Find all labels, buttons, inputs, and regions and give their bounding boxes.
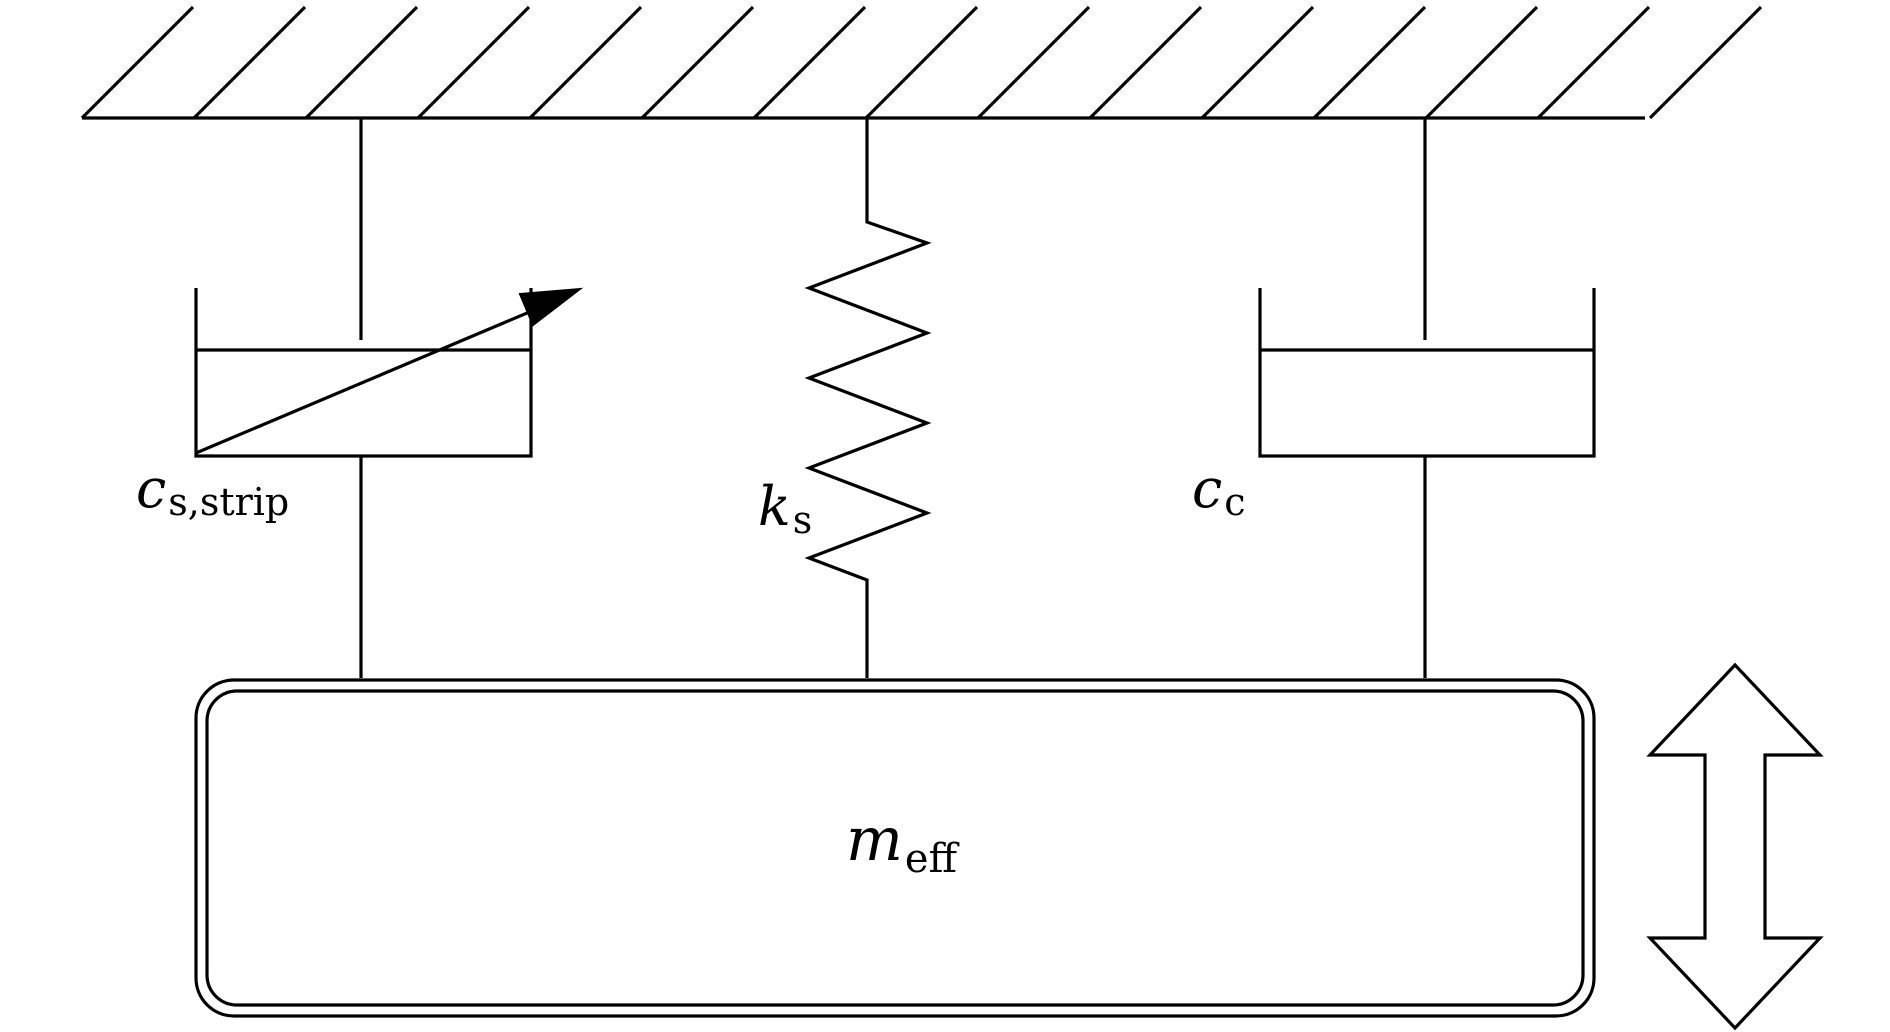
damper-strip-cylinder <box>194 288 533 458</box>
ground-hatch-line <box>1424 5 1539 120</box>
ground-hatch-line <box>192 5 307 120</box>
ground-hatch-line <box>1200 5 1315 120</box>
ground-hatch-line <box>416 5 531 120</box>
spring-coil <box>804 118 932 678</box>
variable-damper: cs,strip <box>136 118 584 678</box>
damper-c-symbol: c <box>1192 457 1222 520</box>
variable-arrow-shaft <box>195 303 547 455</box>
ground-hatch-line <box>752 5 867 120</box>
ground-hatch-line <box>80 5 195 120</box>
ground-hatch-line <box>1648 5 1763 120</box>
ground-support <box>80 5 1763 120</box>
spring-subscript: s <box>793 498 813 542</box>
ground-hatch-line <box>976 5 1091 120</box>
spring: ks <box>758 118 932 678</box>
mass-outer-border <box>194 678 1596 1018</box>
damper-c: cc <box>1192 118 1596 678</box>
ground-hatch-line <box>1088 5 1203 120</box>
mass-subscript: eff <box>905 836 960 882</box>
spring-symbol: k <box>758 475 791 538</box>
ground-hatch-line <box>304 5 419 120</box>
variable-arrow-head <box>518 287 584 327</box>
mass-label: meff <box>846 805 960 882</box>
mass-block: meff <box>194 678 1596 1018</box>
spring-label: ks <box>758 475 812 542</box>
double-headed-motion-arrow <box>1646 662 1824 1031</box>
damper-strip-subscript: s,strip <box>168 480 289 524</box>
ground-hatching <box>80 5 1763 120</box>
ground-hatch-line <box>1536 5 1651 120</box>
mass-symbol: m <box>846 805 903 875</box>
damper-strip-label: cs,strip <box>136 457 289 524</box>
damper-c-subscript: c <box>1224 480 1245 524</box>
ground-hatch-line <box>1312 5 1427 120</box>
ground-hatch-line <box>864 5 979 120</box>
damper-c-label: cc <box>1192 457 1246 524</box>
damper-strip-symbol: c <box>136 457 166 520</box>
damper-c-cylinder <box>1258 288 1596 458</box>
mass-inner-border <box>205 689 1585 1007</box>
ground-hatch-line <box>640 5 755 120</box>
ground-hatch-line <box>528 5 643 120</box>
